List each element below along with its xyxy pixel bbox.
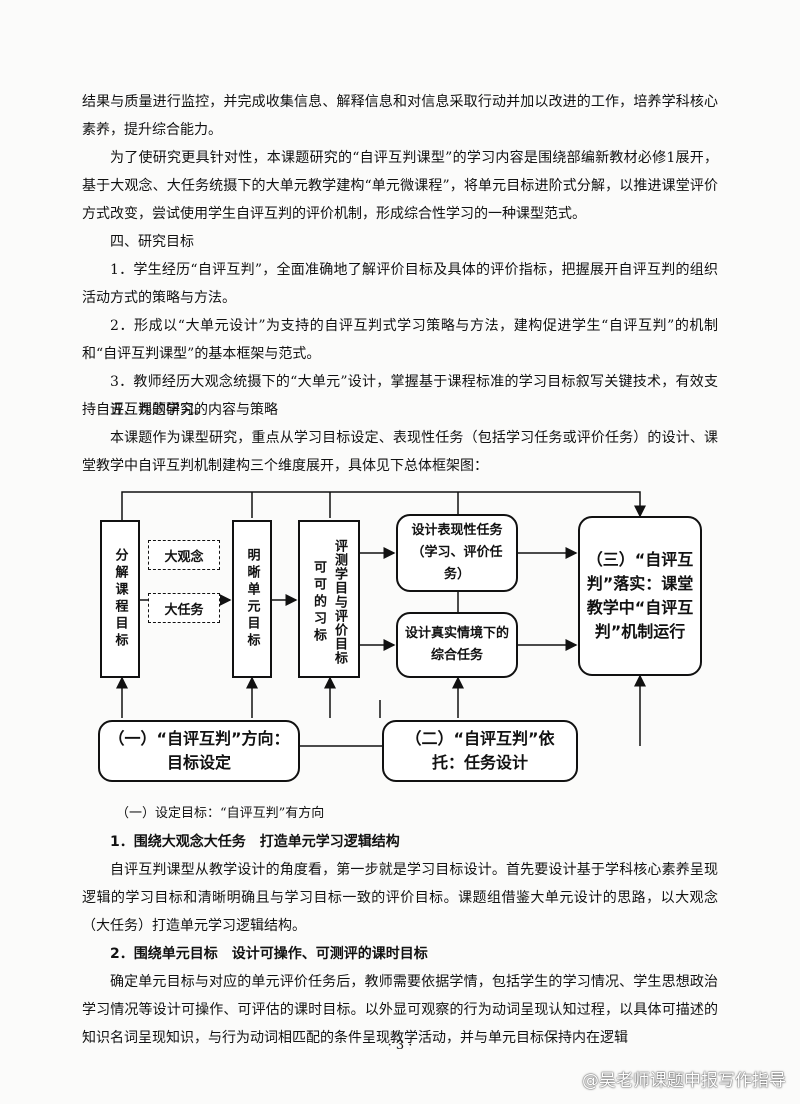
measurable-col-right: 评测学目与评价目标	[332, 539, 347, 665]
subheading-1: 1．围绕大观念大任务 打造单元学习逻辑结构	[110, 834, 400, 850]
subheading-2: 2．围绕单元目标 设计可操作、可测评的课时目标	[110, 946, 428, 962]
goal-3: 3．教师经历大观念统摄下的“大单元”设计，掌握基于课程标准的学习目标叙写关键技术…	[82, 374, 718, 418]
paragraph-goal-design: 自评互判课型从教学设计的角度看，第一步就是学习目标设计。首先要设计基于学科核心素…	[82, 862, 718, 934]
goal-2: 2．形成以“大单元设计”为支持的自评互判式学习策略与方法，建构促进学生“自评互判…	[82, 318, 718, 362]
box-implementation: （三）“自评互判”落实：课堂教学中“自评互判”机制运行	[578, 516, 702, 676]
box-big-concept: 大观念	[148, 540, 220, 570]
goal-1: 1．学生经历“自评互判”，全面准确地了解评价目标及具体的评价指标，把握展开自评互…	[82, 262, 718, 306]
paragraph-continuation: 结果与质量进行监控，并完成收集信息、解释信息和对信息采取行动并加以改进的工作，培…	[82, 94, 718, 138]
box-clear-unit-goals: 明晰单元目标	[232, 520, 272, 678]
heading-content-strategy: 五、课题研究的内容与策略	[110, 402, 278, 418]
box-decompose-goals: 分解课程目标	[100, 520, 140, 678]
measurable-col-left: 可可的习标	[311, 559, 326, 645]
box-support-task-design: （二）“自评互判”依托：任务设计	[382, 720, 578, 782]
paragraph-lesson-goals: 确定单元目标与对应的单元评价任务后，教师需要依据学情，包括学生的学习情况、学生思…	[82, 974, 718, 1046]
heading-research-goals: 四、研究目标	[110, 234, 194, 250]
paragraph-research-content: 为了使研究更具针对性，本课题研究的“自评互判课型”的学习内容是围绕部编新教材必修…	[82, 150, 718, 222]
box-big-task: 大任务	[148, 593, 220, 623]
paragraph-framework-intro: 本课题作为课型研究，重点从学习目标设定、表现性任务（包括学习任务或评价任务）的设…	[82, 430, 718, 474]
box-design-real-task: 设计真实情境下的综合任务	[396, 612, 518, 678]
page-number: · 3 ·	[387, 1038, 413, 1053]
box-direction-goal-setting: （一）“自评互判”方向：目标设定	[98, 720, 300, 782]
subheading-set-goals: （一）设定目标：“自评互判”有方向	[116, 806, 325, 821]
box-design-performance-task: 设计表现性任务（学习、评价任务）	[396, 514, 518, 592]
box-measurable-goals: 可可的习标 评测学目与评价目标	[298, 520, 360, 678]
watermark: @吴老师课题申报写作指导	[582, 1071, 786, 1091]
